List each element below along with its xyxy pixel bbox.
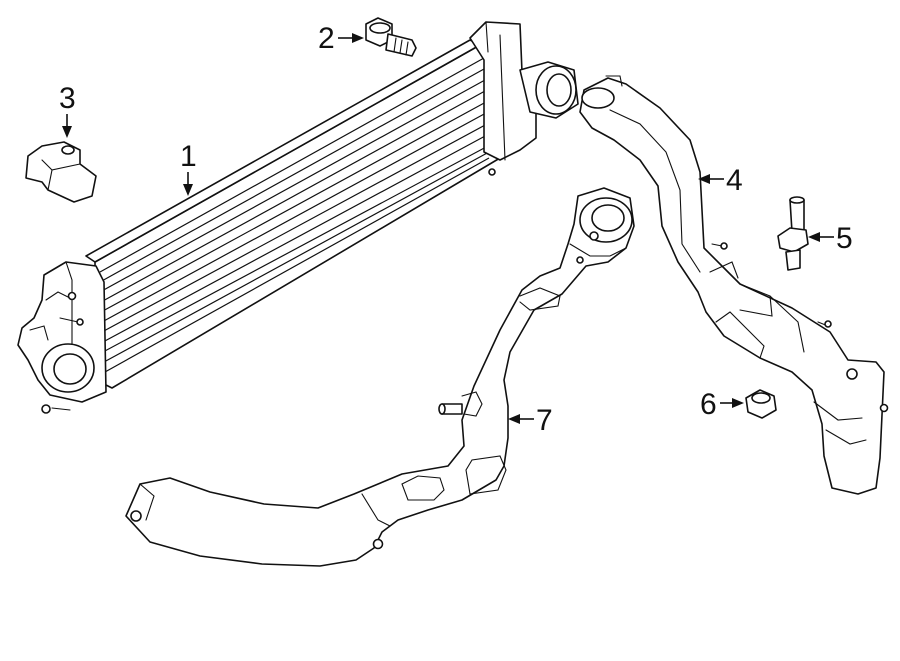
callout-4-arrow xyxy=(698,174,710,184)
part-3-bracket[interactable] xyxy=(25,141,97,203)
part-7-outlet-tube[interactable] xyxy=(125,187,635,567)
callout-4-label: 4 xyxy=(726,164,743,197)
part-4-inlet-tube[interactable] xyxy=(579,75,889,495)
part-2-bolt[interactable] xyxy=(365,17,417,57)
callout-5-arrow xyxy=(808,232,820,242)
callout-5: 5 xyxy=(808,222,853,255)
callout-1-arrow xyxy=(183,184,193,196)
callout-6-arrow xyxy=(732,398,744,408)
callout-6: 6 xyxy=(700,388,744,421)
callout-4: 4 xyxy=(698,164,743,197)
callout-7: 7 xyxy=(508,404,553,437)
callout-3-arrow xyxy=(62,126,72,138)
callout-5-label: 5 xyxy=(836,222,853,255)
callout-6-label: 6 xyxy=(700,388,717,421)
part-5-stud[interactable] xyxy=(777,196,809,271)
callout-1: 1 xyxy=(180,140,197,196)
callout-2-label: 2 xyxy=(318,22,335,55)
callout-3: 3 xyxy=(59,82,76,138)
part-1-intercooler[interactable] xyxy=(17,21,579,414)
callout-1-label: 1 xyxy=(180,140,197,173)
part-6-nut[interactable] xyxy=(745,389,777,419)
callout-7-arrow xyxy=(508,414,520,424)
callout-2-arrow xyxy=(352,33,364,43)
callout-2: 2 xyxy=(318,22,364,55)
callout-3-label: 3 xyxy=(59,82,76,115)
callout-7-label: 7 xyxy=(536,404,553,437)
